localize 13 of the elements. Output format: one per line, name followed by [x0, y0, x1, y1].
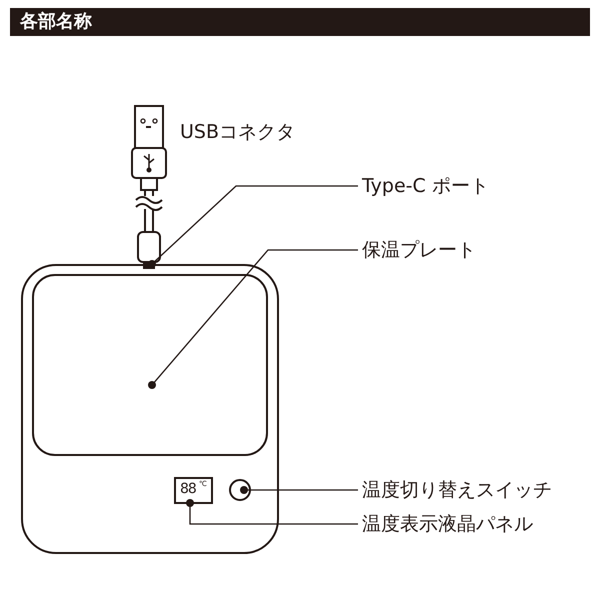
title-bar: 各部名称 [10, 8, 590, 36]
part-label: USBコネクタ [180, 120, 296, 144]
leader-line [148, 249, 358, 389]
display-panel [174, 477, 213, 504]
warming-plate [32, 274, 268, 456]
part-label: 温度切り替えスイッチ [362, 478, 552, 502]
display-digits: 88 [180, 481, 196, 497]
leader-line [240, 486, 358, 494]
part-label: 保温プレート [362, 238, 476, 262]
part-label: Type-C ポート [362, 174, 489, 198]
part-label: 温度表示液晶パネル [362, 512, 533, 536]
leader-line [148, 185, 358, 268]
leader-line [186, 499, 358, 525]
